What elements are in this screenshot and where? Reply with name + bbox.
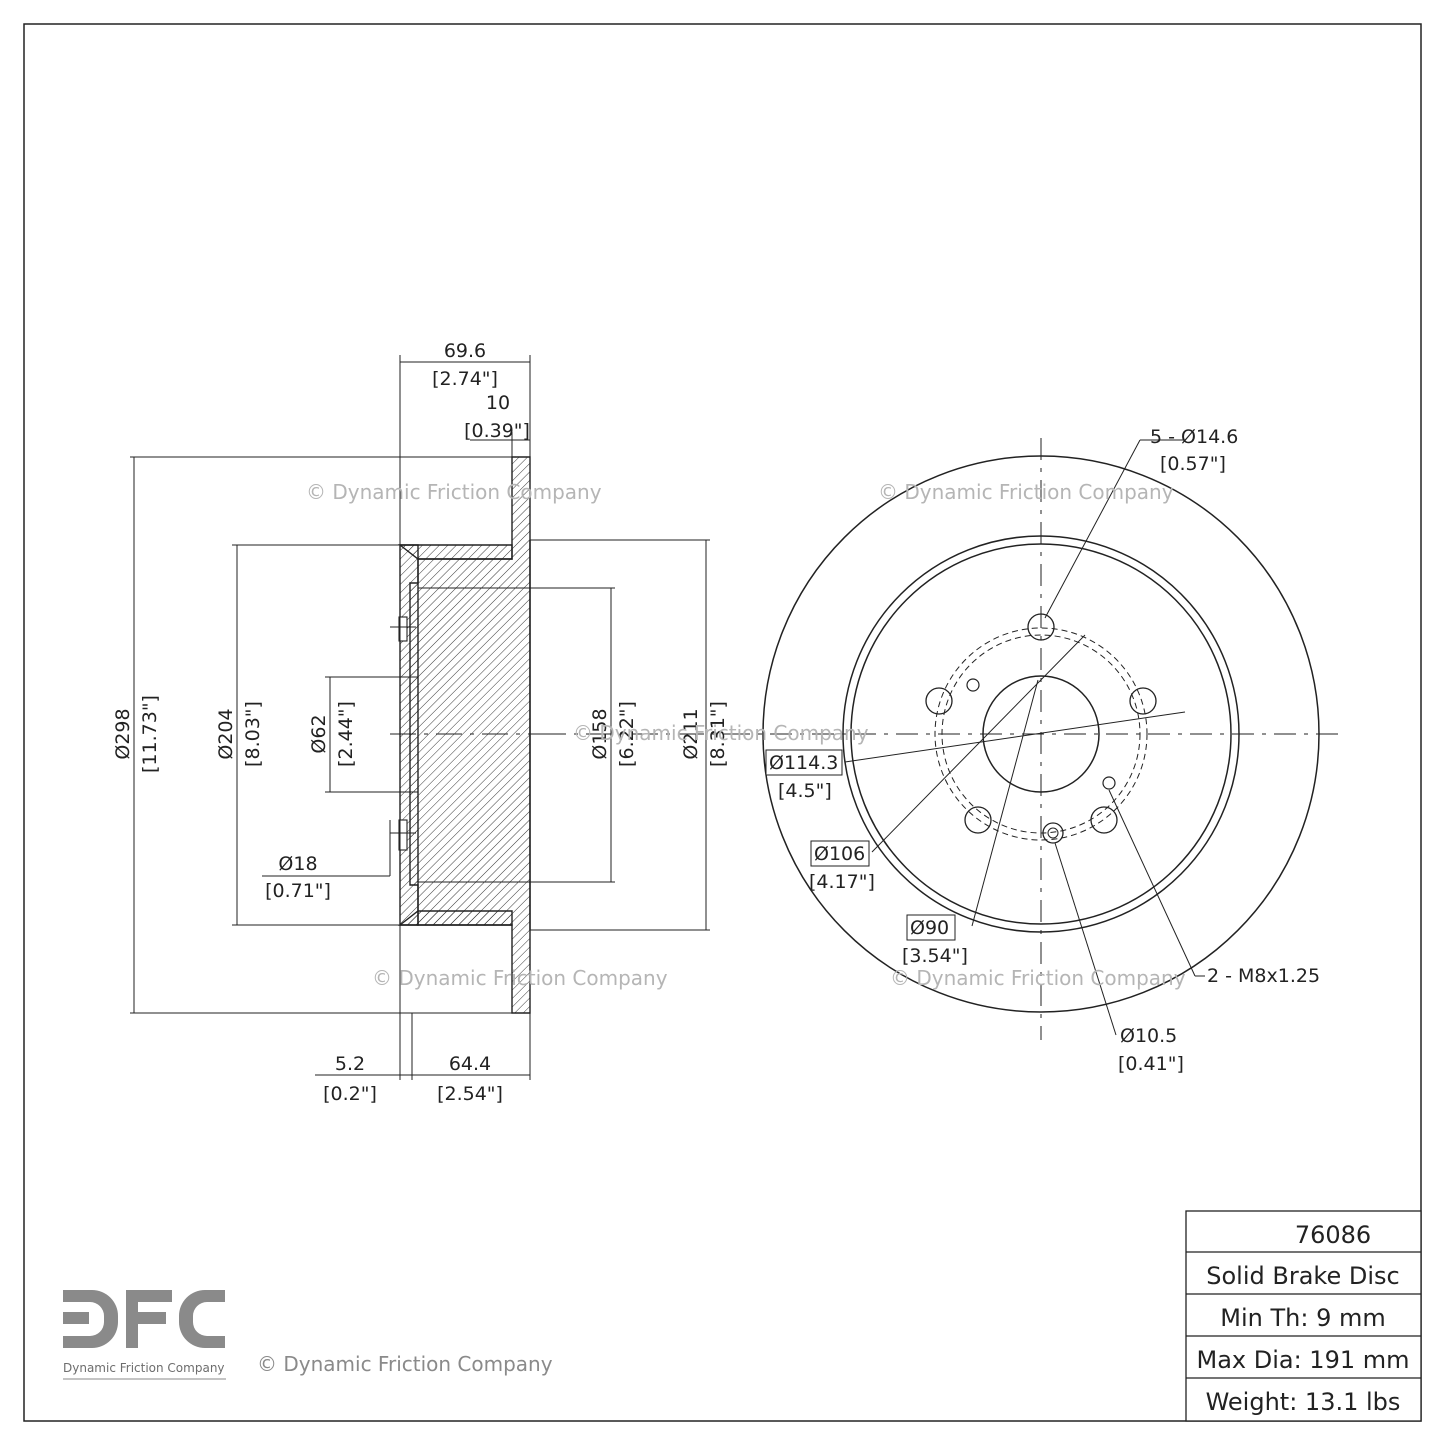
hat-flange-top: [397, 544, 513, 560]
min-thickness: Min Th: 9 mm: [1220, 1304, 1385, 1332]
dfc-logo: Dynamic Friction Company: [63, 1290, 226, 1380]
watermark-text: © Dynamic Friction Company: [372, 966, 668, 990]
dim-center-bore: Ø62: [308, 714, 330, 753]
watermark-text: © Dynamic Friction Company: [306, 480, 602, 504]
dim-hat-inner-dia: Ø158: [589, 708, 611, 759]
dim-bolt-circle: Ø114.3: [769, 752, 838, 774]
dim-bolt-circle-in: [4.5"]: [778, 780, 832, 802]
dim-overall-width: 69.6: [444, 340, 486, 362]
dim-pilot: Ø90: [910, 917, 949, 939]
side-section-view: [390, 456, 770, 1014]
logo-letter-d: [63, 1290, 118, 1348]
dim-rotor-thickness: 10: [486, 392, 510, 414]
bolt-hole: [1090, 806, 1118, 834]
front-view: [762, 438, 1340, 1040]
drawing-border: [23, 23, 1422, 1422]
dim-stud-hole-in: [0.71"]: [265, 880, 331, 902]
rotor-section-hatch: [409, 456, 531, 1014]
dim-inner-friction-dia-in: [8.31"]: [707, 701, 729, 767]
dim-rotor-thickness-in: [0.39"]: [464, 420, 530, 442]
watermark-text: © Dynamic Friction Company: [573, 721, 869, 745]
hat-flange-bottom: [397, 910, 513, 926]
weight: Weight: 13.1 lbs: [1206, 1388, 1401, 1416]
dim-hat-height-in: [2.54"]: [437, 1083, 503, 1105]
dim-bolt-holes: 5 - Ø14.6: [1150, 426, 1238, 448]
small-hole-inner: [1047, 827, 1059, 839]
watermark-text: © Dynamic Friction Company: [257, 1352, 553, 1376]
dim-hat-dia-in: [8.03"]: [242, 701, 264, 767]
watermarks: © Dynamic Friction Company © Dynamic Fri…: [257, 480, 1186, 1376]
rotor-type: Solid Brake Disc: [1206, 1262, 1399, 1290]
max-diameter: Max Dia: 191 mm: [1196, 1346, 1409, 1374]
bolt-hole: [925, 687, 953, 715]
bolt-circle: [934, 627, 1148, 841]
dim-hub-face: 5.2: [335, 1053, 365, 1075]
spec-table: 76086 Solid Brake Disc Min Th: 9 mm Max …: [1185, 1210, 1422, 1422]
dim-ref-circle-in: [4.17"]: [809, 871, 875, 893]
bolt-hole: [964, 806, 992, 834]
dim-hat-dia: Ø204: [215, 708, 237, 759]
bolt-hole: [1129, 687, 1157, 715]
threaded-hole: [966, 678, 980, 692]
dim-outer-dia: Ø298: [112, 708, 134, 759]
dim-small-hole: Ø10.5: [1120, 1025, 1177, 1047]
watermark-text: © Dynamic Friction Company: [890, 966, 1186, 990]
dim-stud-hole: Ø18: [278, 853, 317, 875]
rotor-section-hatch-left: [399, 544, 419, 926]
side-dimension-labels: 69.6 [2.74"] 10 [0.39"] Ø298 [11.73"] Ø2…: [112, 340, 729, 1105]
dim-center-bore-in: [2.44"]: [335, 701, 357, 767]
dim-outer-dia-in: [11.73"]: [139, 695, 161, 773]
dim-small-hole-in: [0.41"]: [1118, 1053, 1184, 1075]
dim-threaded-holes: 2 - M8x1.25: [1207, 965, 1320, 987]
dim-pilot-in: [3.54"]: [902, 945, 968, 967]
dim-hub-face-in: [0.2"]: [323, 1083, 377, 1105]
dim-inner-friction-dia: Ø211: [680, 708, 702, 759]
watermark-text: © Dynamic Friction Company: [878, 480, 1174, 504]
logo-letter-c: [179, 1290, 225, 1348]
front-dimension-labels: 5 - Ø14.6 [0.57"] Ø114.3 [4.5"] Ø106 [4.…: [765, 426, 1320, 1075]
logo-letter-f: [126, 1290, 172, 1348]
small-hole: [1042, 822, 1064, 844]
threaded-hole: [1102, 776, 1116, 790]
dim-ref-circle: Ø106: [814, 843, 865, 865]
side-dimension-lines: [130, 355, 710, 1080]
dim-overall-width-in: [2.74"]: [432, 368, 498, 390]
dim-hat-inner-dia-in: [6.22"]: [616, 701, 638, 767]
logo-tagline: Dynamic Friction Company: [63, 1361, 225, 1375]
part-number: 76086: [1295, 1221, 1371, 1249]
dim-bolt-holes-in: [0.57"]: [1160, 453, 1226, 475]
dim-hat-height: 64.4: [449, 1053, 491, 1075]
